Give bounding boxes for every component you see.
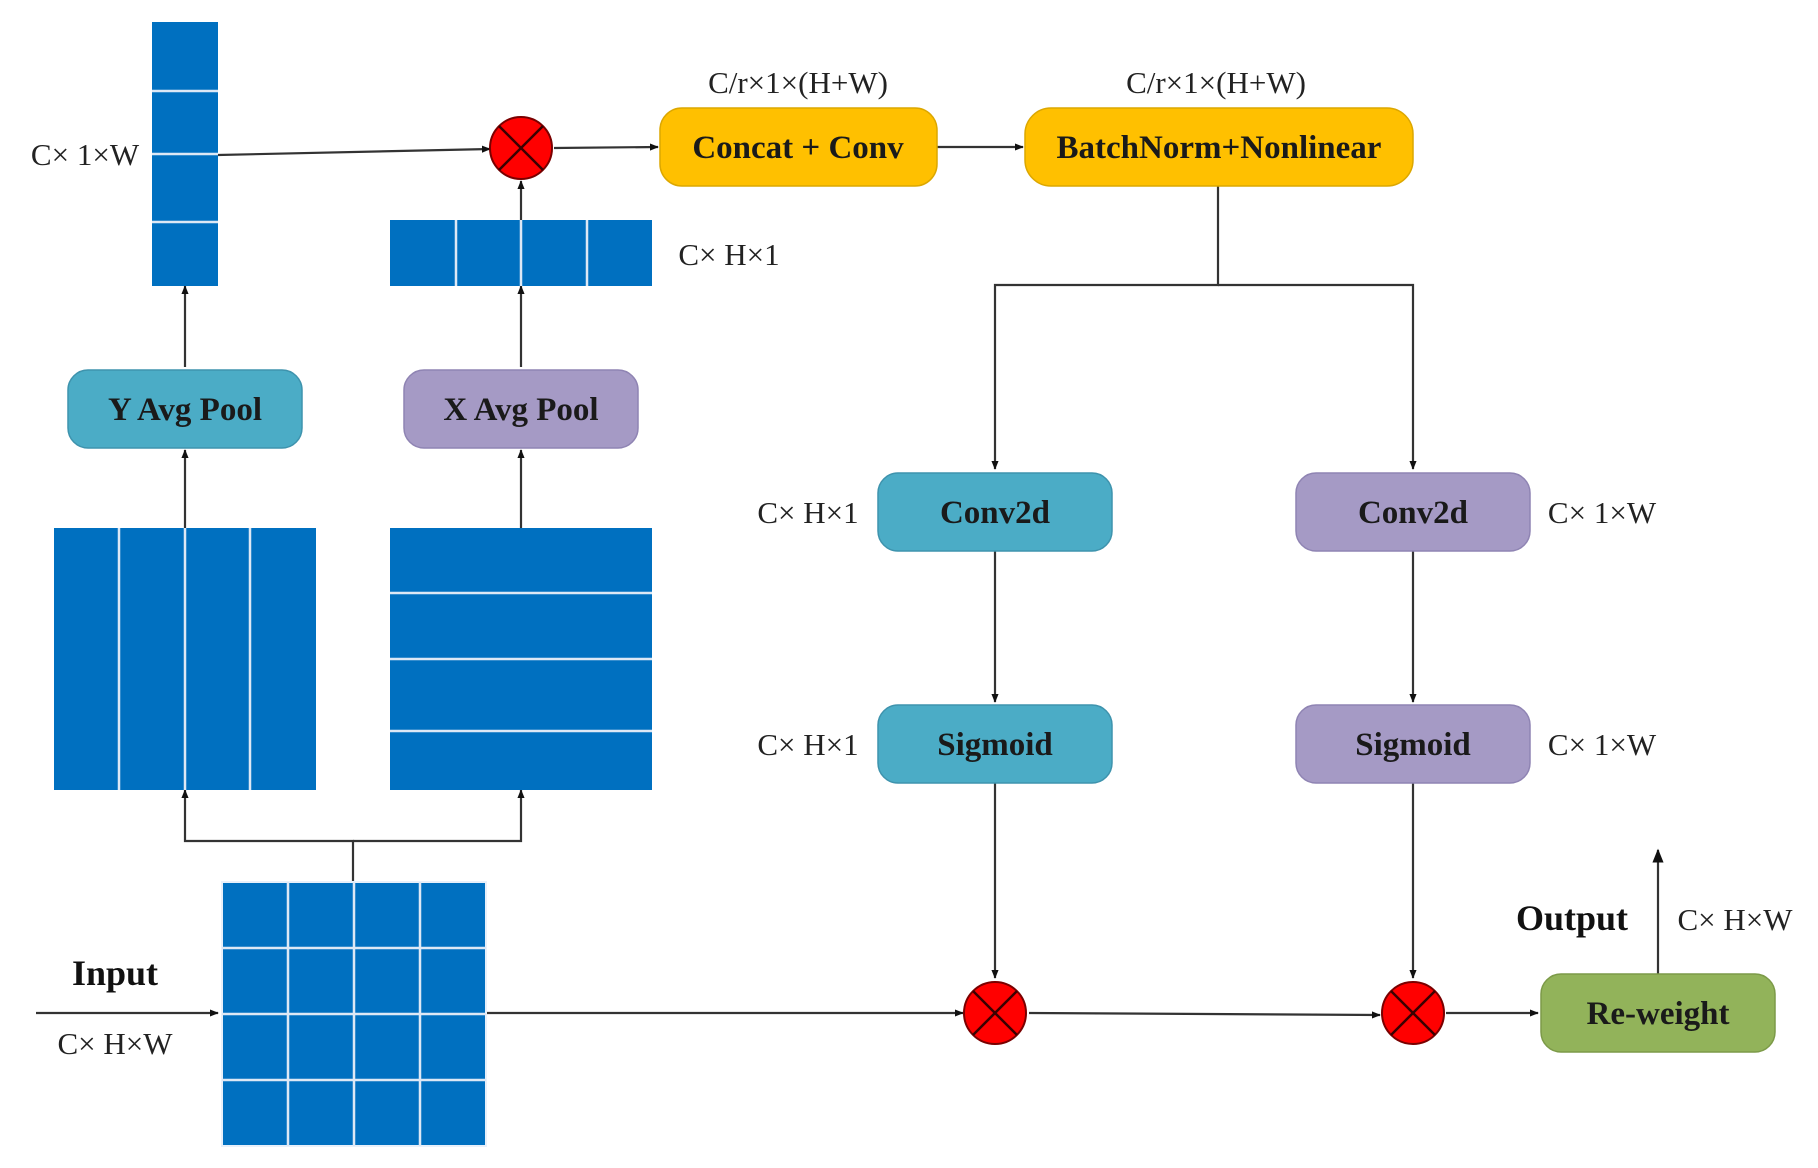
connectors [36,143,1664,1019]
x-feature-map [390,528,652,790]
x-avg-pool-label: X Avg Pool [443,392,598,428]
conv2d-h-box: Conv2d [877,472,1113,552]
y-feature-map [54,528,316,790]
batchnorm-dim-label: C/r×1×(H+W) [1126,65,1306,100]
sigmoid-h-dim-label: C× H×1 [757,727,858,762]
sigmoid-h-box: Sigmoid [877,704,1113,784]
y-pool-dim-label: C× 1×W [31,137,140,172]
conv2d-h-label: Conv2d [940,495,1050,531]
x-pool-dim-label: C× H×1 [678,237,779,272]
multiply-icon [489,116,553,180]
yvector-to-concat-arrow [217,145,491,157]
conv2d-h-dim-label: C× H×1 [757,495,858,530]
reweight-box: Re-weight [1540,973,1776,1053]
split-right-arrow [353,789,525,843]
sigmoid-w-box: Sigmoid [1295,704,1531,784]
sigmoid-h-label: Sigmoid [937,727,1053,763]
sigmoid-w-label: Sigmoid [1355,727,1471,763]
multiply-icon [963,981,1027,1045]
conv2d-w-dim-label: C× 1×W [1548,495,1657,530]
reweight-label: Re-weight [1587,996,1730,1032]
y-avg-pool-box: Y Avg Pool [67,369,303,449]
concat-conv-box: Concat + Conv [659,107,938,187]
conv2d-w-label: Conv2d [1358,495,1468,531]
concat-dim-label: C/r×1×(H+W) [708,65,888,100]
x-pooled-vector [390,220,652,286]
bn-to-conv2d-h-arrow [991,184,1220,470]
batchnorm-label: BatchNorm+Nonlinear [1057,130,1382,166]
y-avg-pool-label: Y Avg Pool [108,392,262,428]
sigmoid-w-dim-label: C× 1×W [1548,727,1657,762]
multiply-icon [1381,981,1445,1045]
split-left-arrow [181,789,355,882]
output-dim-label: C× H×W [1677,902,1793,937]
concat-to-conv-arrow [553,143,659,151]
x-avg-pool-box: X Avg Pool [403,369,639,449]
bn-to-conv2d-w-arrow [1218,283,1417,470]
concat-conv-label: Concat + Conv [692,130,904,166]
y-pooled-vector [152,22,218,286]
multiply-to-multiply-arrow [1028,1011,1381,1019]
input-tensor [221,881,487,1147]
batchnorm-box: BatchNorm+Nonlinear [1024,107,1414,187]
input-dim-label: C× H×W [57,1026,173,1061]
output-label: Output [1516,898,1628,938]
conv2d-w-box: Conv2d [1295,472,1531,552]
input-label: Input [72,953,158,993]
